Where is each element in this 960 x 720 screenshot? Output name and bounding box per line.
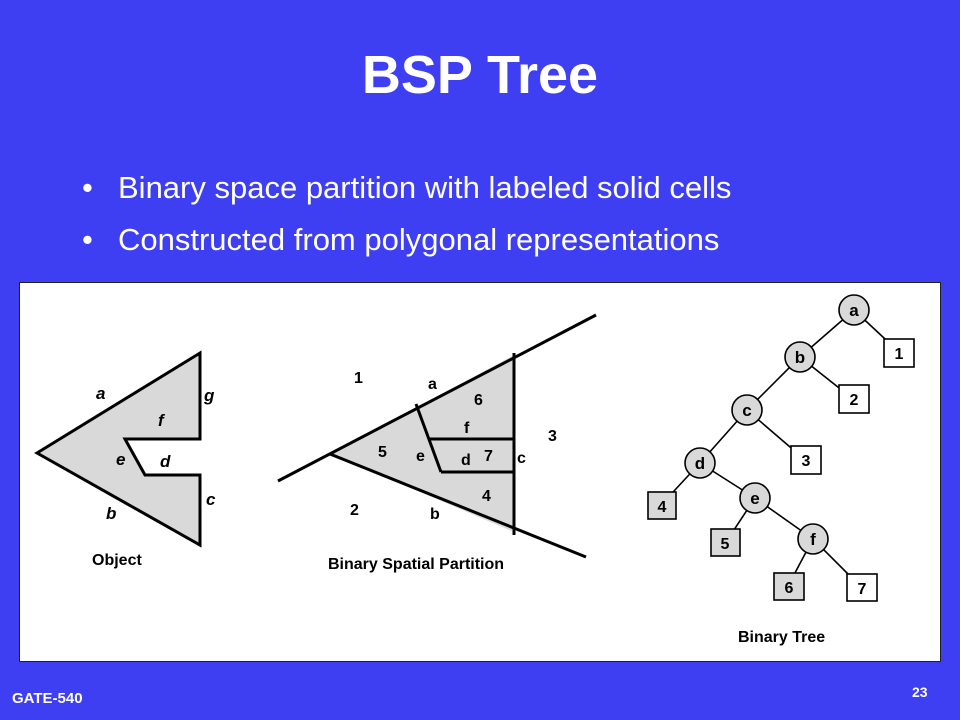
tree-leaf-6: 6 <box>773 572 805 601</box>
region-label-4: 4 <box>482 488 491 505</box>
object-label-g: g <box>203 386 215 405</box>
page-number: 23 <box>912 684 928 700</box>
region-label-5: 5 <box>378 444 387 461</box>
tree-leaf-5: 5 <box>710 528 741 557</box>
tree-node-f: f <box>797 523 829 555</box>
tree-leaf-label: 3 <box>802 453 811 470</box>
tree-node-label: e <box>750 489 759 508</box>
bullet-item: • Binary space partition with labeled sol… <box>82 162 731 214</box>
region-label-6: 6 <box>474 392 483 409</box>
partition-line-b <box>329 452 587 559</box>
object-label-b: b <box>106 504 116 523</box>
tree-diagram: a b c d e f <box>647 294 915 646</box>
object-label-f: f <box>158 411 166 430</box>
plane-label-f: f <box>464 420 470 437</box>
tree-node-c: c <box>731 394 763 426</box>
tree-node-label: f <box>810 530 816 549</box>
plane-label-b: b <box>430 506 440 523</box>
bullet-dot-icon: • <box>82 170 93 205</box>
region-label-1: 1 <box>354 370 363 387</box>
object-shape <box>34 350 202 548</box>
tree-node-label: d <box>695 454 705 473</box>
object-label-d: d <box>160 452 171 471</box>
bullet-text: Binary space partition with labeled soli… <box>118 170 732 205</box>
tree-leaf-2: 2 <box>838 384 870 414</box>
object-label-e: e <box>116 450 125 469</box>
object-label-a: a <box>96 384 105 403</box>
tree-node-b: b <box>784 341 816 373</box>
tree-leaf-label: 5 <box>721 536 730 553</box>
partition-shape <box>331 355 514 532</box>
plane-label-d: d <box>461 452 471 469</box>
tree-node-d: d <box>684 447 716 479</box>
plane-label-a: a <box>428 376 437 393</box>
slide-title: BSP Tree <box>361 45 599 105</box>
partition-diagram: 1 2 3 4 5 6 7 a b c d e f Binary Spatial… <box>277 313 597 573</box>
tree-leaf-label: 4 <box>658 499 667 516</box>
region-label-3: 3 <box>548 428 557 445</box>
tree-leaf-label: 1 <box>895 346 904 363</box>
object-diagram: a b c d e f g Object <box>34 350 216 569</box>
tree-node-label: b <box>795 348 805 367</box>
plane-label-c: c <box>517 450 526 467</box>
bullet-item: • Constructed from polygonal representati… <box>82 214 731 266</box>
object-label-c: c <box>206 490 216 509</box>
tree-leaf-4: 4 <box>647 491 677 520</box>
tree-leaf-label: 2 <box>850 392 859 409</box>
tree-node-e: e <box>739 482 771 514</box>
course-code: GATE-540 <box>12 690 83 707</box>
tree-leaf-7: 7 <box>846 573 878 602</box>
tree-leaf-label: 7 <box>858 581 867 598</box>
bullet-dot-icon: • <box>82 222 93 257</box>
region-label-7: 7 <box>484 448 493 465</box>
tree-node-label: c <box>742 401 751 420</box>
bullet-list: • Binary space partition with labeled sol… <box>82 162 731 266</box>
tree-leaf-1: 1 <box>883 338 915 368</box>
tree-node-a: a <box>838 294 870 326</box>
tree-leaf-3: 3 <box>790 445 822 475</box>
plane-label-e: e <box>416 448 425 465</box>
object-caption: Object <box>92 552 142 569</box>
bsp-figure: a b c d e f g Object 1 2 <box>19 282 941 662</box>
tree-leaf-label: 6 <box>785 580 794 597</box>
bsp-diagram: a b c d e f g Object 1 2 <box>34 294 915 646</box>
region-label-2: 2 <box>350 502 359 519</box>
partition-caption: Binary Spatial Partition <box>328 556 504 573</box>
tree-caption: Binary Tree <box>738 629 825 646</box>
tree-node-label: a <box>849 301 859 320</box>
bullet-text: Constructed from polygonal representatio… <box>118 222 720 257</box>
